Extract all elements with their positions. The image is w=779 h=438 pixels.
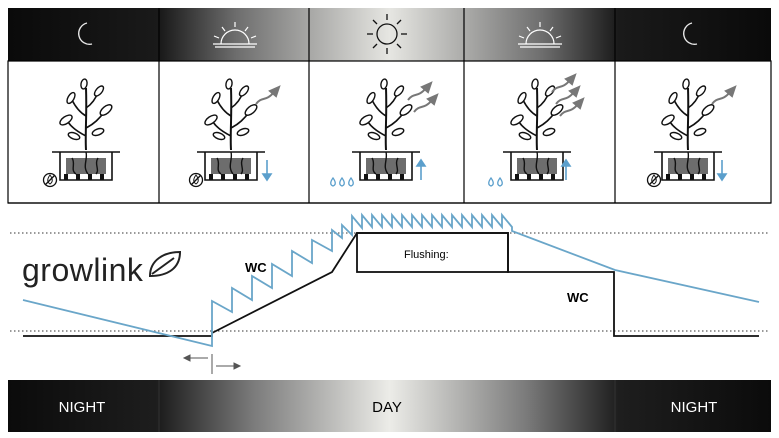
transpiration-arrow-icon xyxy=(711,85,737,105)
water-down-arrow-icon xyxy=(261,160,273,182)
no-water-icon xyxy=(42,172,58,188)
transpiration-arrow-icon xyxy=(551,73,585,117)
brand-name: growlink xyxy=(22,252,144,288)
wc-label-right: WC xyxy=(567,290,589,305)
sunrise-icon xyxy=(213,22,257,48)
transpiration-arrow-icon xyxy=(407,81,439,113)
moon-icon xyxy=(683,22,698,45)
day-label: DAY xyxy=(372,399,402,416)
flushing-box xyxy=(356,232,509,273)
panel-4-plant xyxy=(488,73,585,187)
growlink-logo: growlink xyxy=(22,250,182,288)
no-water-icon xyxy=(188,172,204,188)
sunset-icon xyxy=(518,22,562,48)
water-content-line xyxy=(22,212,760,348)
water-up-arrow-icon xyxy=(415,158,427,180)
leaf-icon xyxy=(148,250,182,278)
panel-5-plant xyxy=(646,77,737,188)
water-up-arrow-icon xyxy=(560,158,572,180)
bottom-time-bar xyxy=(8,380,771,432)
water-drops-icon xyxy=(488,176,503,187)
panel-2-plant xyxy=(188,77,281,188)
night-label-right: NIGHT xyxy=(671,399,718,416)
moisture-graph: WC WC Flushing: xyxy=(10,212,769,374)
water-drops-icon xyxy=(330,176,354,187)
moon-icon xyxy=(78,22,93,45)
transpiration-arrow-icon xyxy=(255,85,281,105)
sun-icon xyxy=(367,14,407,54)
water-down-arrow-icon xyxy=(716,160,728,182)
timing-arrows-icon xyxy=(182,354,242,374)
no-water-icon xyxy=(646,172,662,188)
flushing-label: Flushing: xyxy=(404,249,449,261)
plant-panels xyxy=(7,60,772,204)
night-label-left: NIGHT xyxy=(59,399,106,416)
wc-label-left: WC xyxy=(245,260,267,275)
panel-1-plant xyxy=(42,77,121,188)
top-time-bar xyxy=(8,8,771,61)
panel-3-plant xyxy=(330,77,439,187)
